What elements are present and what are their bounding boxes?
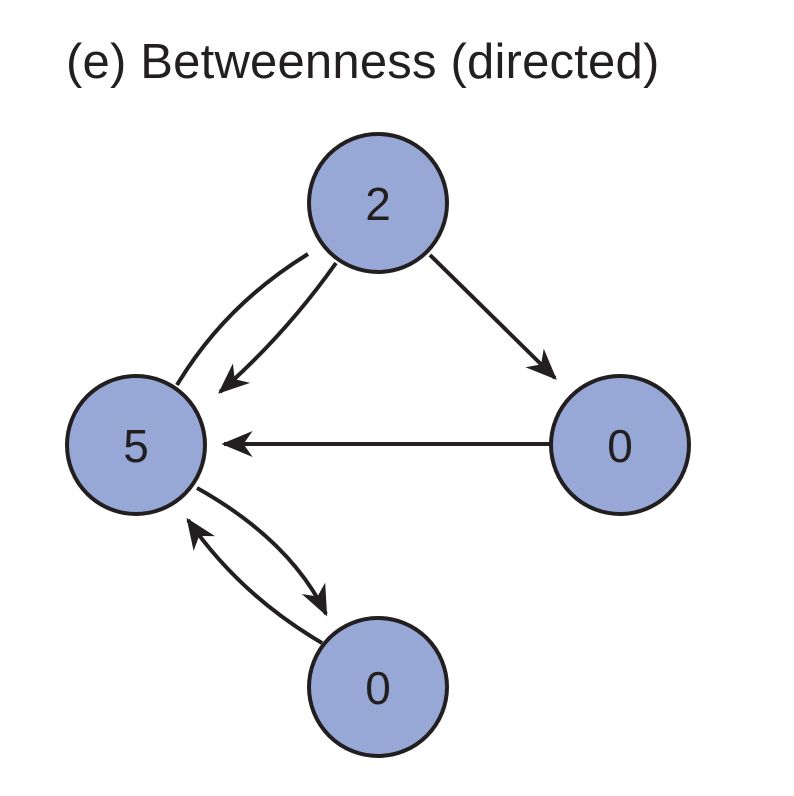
diagram-title: (e) Betweenness (directed) xyxy=(66,35,660,89)
node-bottom: 0 xyxy=(307,616,449,758)
edge-top-to-left xyxy=(218,261,338,394)
node-right: 0 xyxy=(549,374,691,516)
edge-bottom-to-left xyxy=(186,517,324,645)
node-top-circle xyxy=(307,132,449,274)
edge-top-to-right xyxy=(428,253,557,380)
node-bottom-circle xyxy=(307,616,449,758)
node-bottom-label: 0 xyxy=(365,662,391,714)
node-left-circle xyxy=(65,374,207,516)
edge-left-to-bottom xyxy=(196,486,328,617)
edge-left-to-top-curve xyxy=(175,252,310,387)
node-right-circle xyxy=(549,374,691,516)
node-right-label: 0 xyxy=(607,420,633,472)
node-top: 2 xyxy=(307,132,449,274)
node-top-label: 2 xyxy=(365,178,391,230)
node-left: 5 xyxy=(65,374,207,516)
node-left-label: 5 xyxy=(123,420,149,472)
